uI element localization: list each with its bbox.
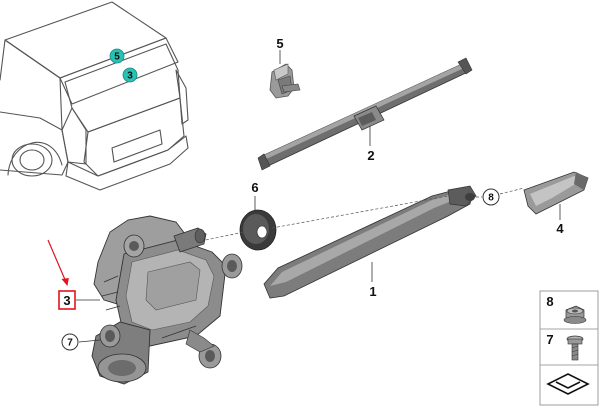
callout-wiper-motor: 3 bbox=[63, 293, 70, 308]
callout-wiper-blade: 2 bbox=[367, 148, 374, 163]
panel-callout-nut: 8 bbox=[546, 294, 553, 309]
car-rear-illustration: 5 3 bbox=[0, 1, 189, 191]
grommet-part: 6 bbox=[239, 180, 277, 251]
screw-icon bbox=[566, 335, 584, 361]
callout-nut-circle: 8 bbox=[488, 193, 494, 204]
panel-callout-screw: 7 bbox=[546, 332, 553, 347]
assembly-line-motor-grommet bbox=[195, 231, 245, 243]
small-parts-panel: 8 7 bbox=[539, 290, 599, 406]
car-callout-washer-jet: 5 bbox=[114, 52, 120, 63]
car-callout-wiper-motor: 3 bbox=[127, 71, 133, 82]
wiper-arm-part: 1 bbox=[263, 185, 482, 299]
nut-callout-circle: 8 bbox=[482, 188, 500, 206]
washer-jet-part: 5 bbox=[269, 36, 301, 99]
red-arrow-head bbox=[61, 278, 69, 286]
screw-callout-circle: 7 bbox=[61, 333, 101, 351]
red-arrow-line bbox=[47, 239, 67, 283]
nut-icon bbox=[563, 305, 587, 324]
wiper-motor-part bbox=[91, 215, 243, 385]
callout-washer-jet: 5 bbox=[276, 36, 283, 51]
red-highlight-box bbox=[58, 290, 76, 310]
car-wiper-motor-marker bbox=[122, 67, 138, 83]
callout-grommet: 6 bbox=[251, 180, 258, 195]
cover-cap-part: 4 bbox=[523, 171, 589, 236]
reference-symbol-icon bbox=[546, 373, 590, 395]
callout-wiper-arm: 1 bbox=[369, 284, 376, 299]
callout-screw-circle: 7 bbox=[67, 338, 73, 349]
wiper-motor-highlight: 3 bbox=[47, 239, 100, 310]
car-washer-jet-marker bbox=[109, 48, 125, 64]
callout-cover-cap: 4 bbox=[556, 221, 564, 236]
wiper-blade-part: 2 bbox=[257, 57, 473, 171]
